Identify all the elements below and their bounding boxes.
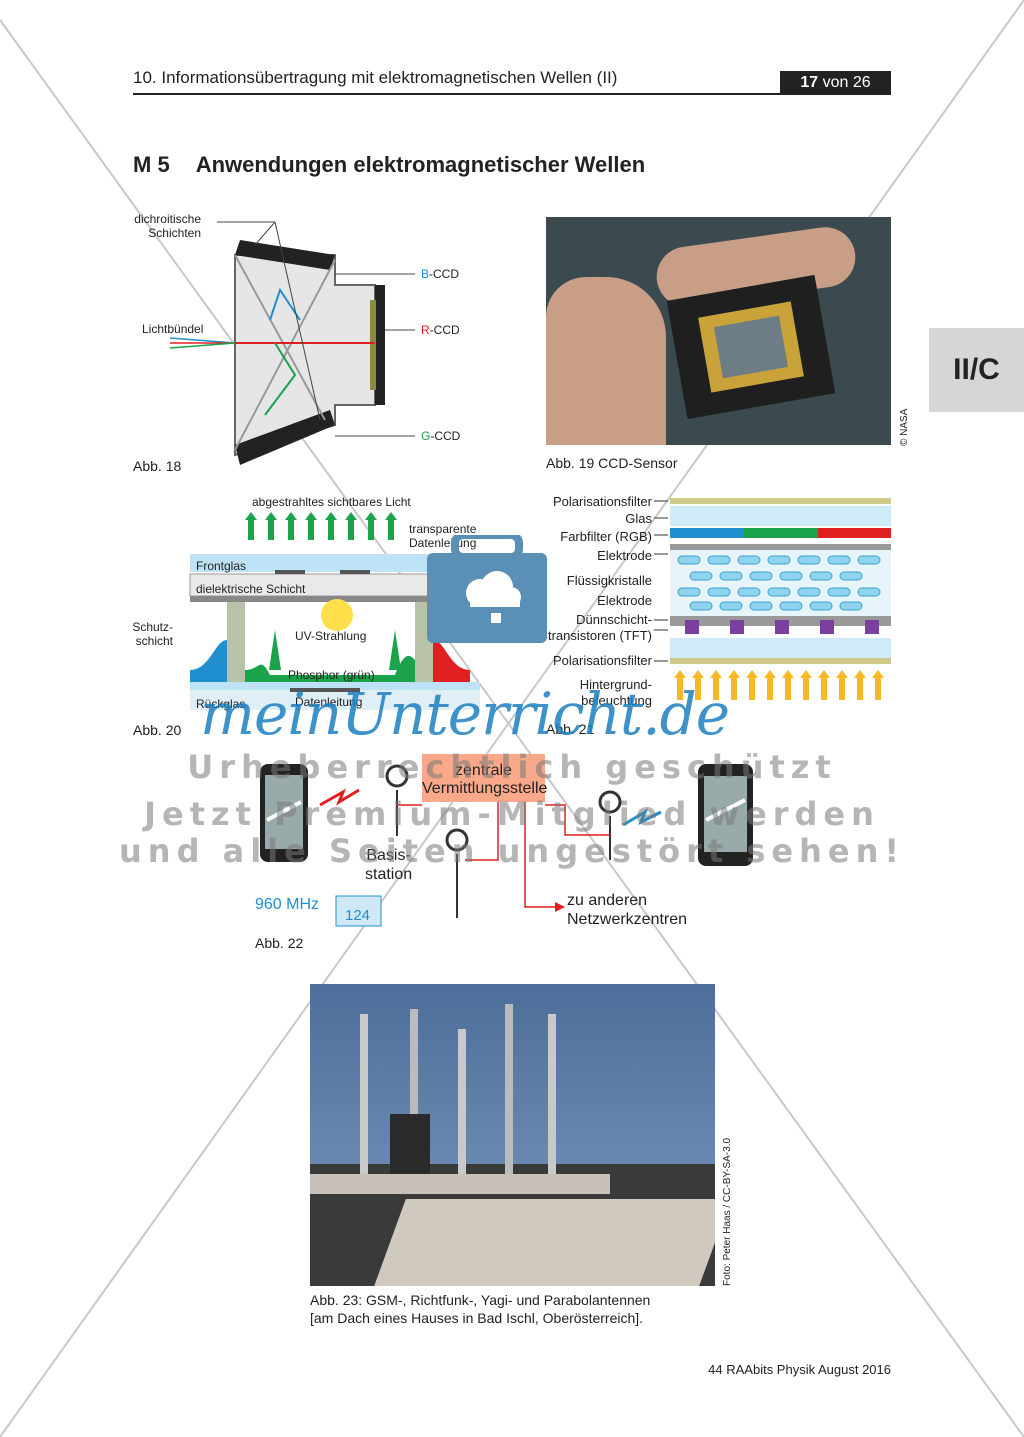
layer-color-filter: Farbfilter (RGB) [560,529,652,544]
layer-tft-2: transistoren (TFT) [547,628,652,643]
label-emitted-light: abgestrahltes sichtbares Licht [252,495,411,509]
section-heading: M 5 Anwendungen elektromagnetischer Welle… [133,152,645,178]
page-number-badge: 17 von 26 [780,71,891,95]
watermark-line-2: Jetzt Premium-Mitglied werden [144,795,880,833]
label-frequency: 960 MHz [255,896,320,913]
label-base-station: Basis-station [365,847,413,883]
caption-fig19: Abb. 19 CCD-Sensor [546,455,678,471]
watermark-line-1: Urheberrechtlich geschützt [187,748,837,786]
layer-electrode-top: Elektrode [597,548,652,563]
label-frontglas: Frontglas [196,559,247,573]
credit-nasa: © NASA [899,408,910,446]
briefcase-cloud-icon [427,535,547,643]
label-g-ccd: G-CCD [421,429,461,443]
gsm-network-diagram [260,754,753,927]
section-number: M 5 [133,152,170,177]
footer-text: 44 RAAbits Physik August 2016 [708,1362,891,1377]
layer-electrode-bottom: Elektrode [597,593,652,608]
layer-polarizer-top: Polarisationsfilter [553,494,652,509]
label-b-ccd: B-CCD [421,267,460,281]
layer-liquid-crystals: Flüssigkristalle [566,573,652,588]
figure-20: abgestrahltes sichtbares Licht transpare… [125,490,485,720]
header-rule [133,93,891,95]
section-tab: II/C [929,328,1024,412]
label-phosphor: Phosphor (grün) [288,668,375,682]
section-title: Anwendungen elektromagnetischer Wellen [195,152,646,177]
layer-backlight-2: beleuchtung [581,693,652,708]
watermark-line-3: und alle Seiten ungestört sehen! [119,832,905,870]
caption-fig20: Abb. 20 [133,722,182,738]
label-channel: 124 [345,907,371,924]
layer-polarizer-bottom: Polarisationsfilter [553,653,652,668]
label-dielectric: dielektrische Schicht [196,582,306,596]
antenna-photo [310,984,715,1286]
layer-backlight-1: Hintergrund- [579,677,652,692]
layer-tft-1: Dünnschicht- [576,612,652,627]
label-protective-layer: Schutz-schicht [132,620,173,648]
ccd-sensor-photo [546,217,891,445]
page-current: 17 [800,74,819,91]
caption-fig18: Abb. 18 [133,458,182,474]
header-title: 10. Informationsübertragung mit elektrom… [133,68,618,87]
label-rueckglas: Rückglas [196,697,246,711]
figure-21: Polarisationsfilter Glas Farbfilter (RGB… [540,492,895,717]
credit-photo: Foto: Peter Haas / CC-BY-SA-3.0 [722,1137,733,1286]
label-r-ccd: R-CCD [421,323,460,337]
page-total: von 26 [822,74,871,91]
caption-fig23: Abb. 23: GSM-, Richtfunk-, Yagi- und Par… [310,1292,651,1326]
caption-fig22: Abb. 22 [255,935,304,951]
lcd-layer-diagram [654,498,891,700]
label-light-bundle: Lichtbündel [142,322,204,336]
plasma-cell-diagram [189,512,481,710]
label-data-line: Datenleitung [295,695,363,709]
layer-glass: Glas [625,511,652,526]
watermark-logo: meinUnterricht.de [200,680,730,748]
prism-diagram [169,221,415,465]
label-uv: UV-Strahlung [295,629,367,643]
caption-fig21: Abb. 21 [546,721,595,737]
